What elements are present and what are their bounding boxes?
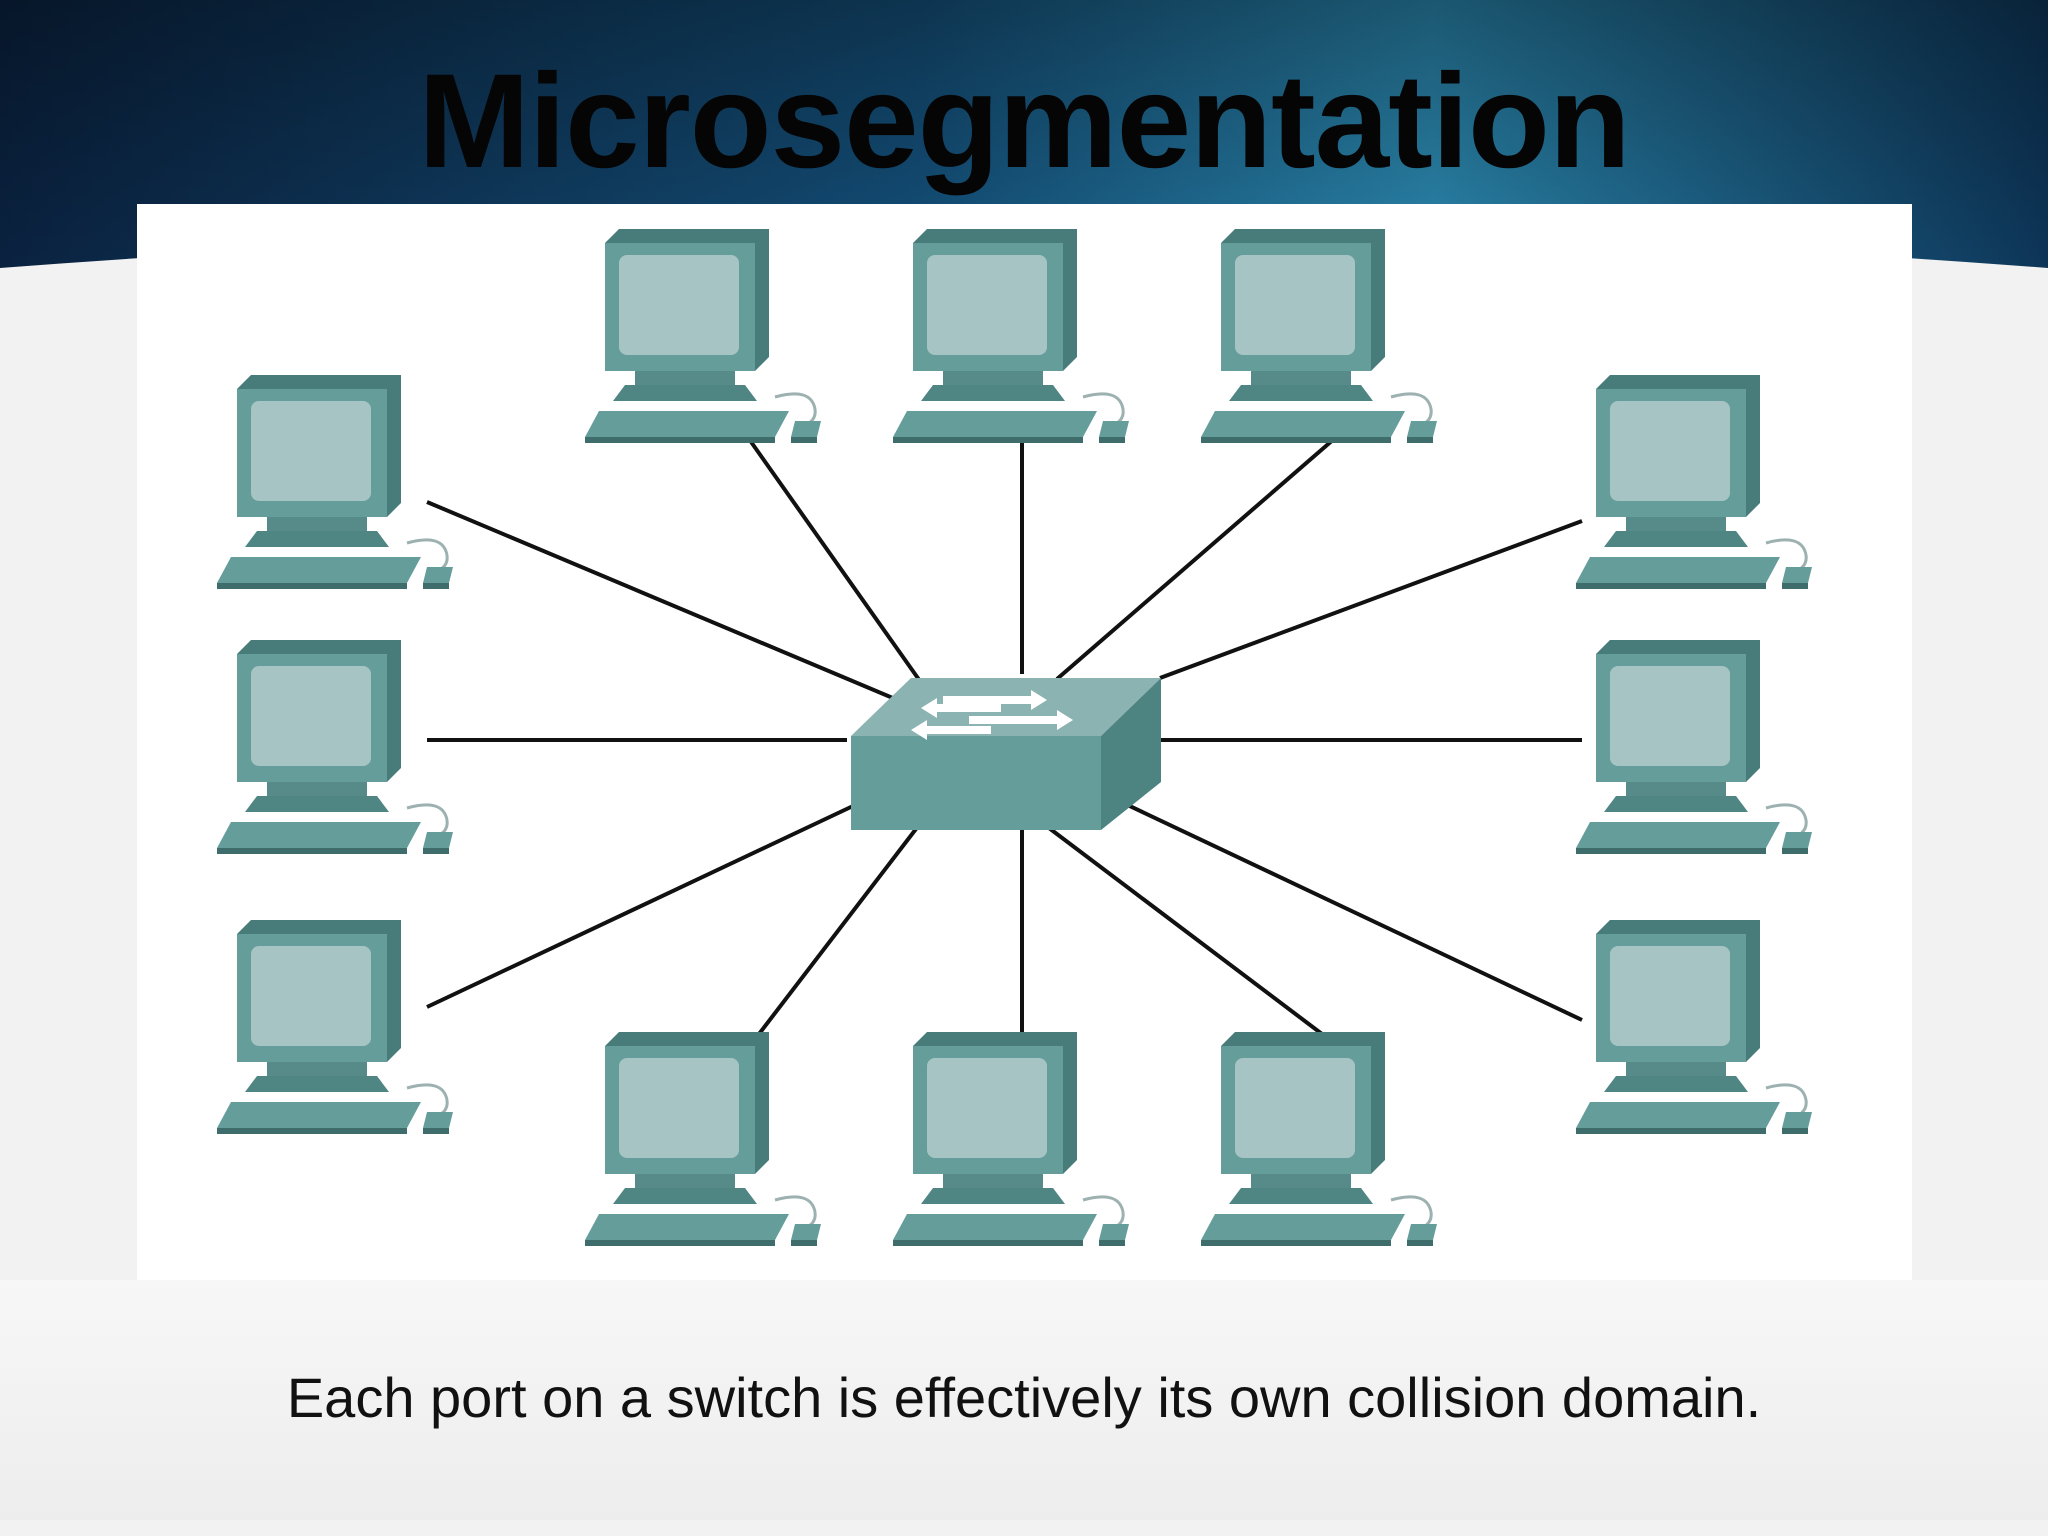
header-background: [0, 0, 2048, 268]
desktop-computer-icon: [891, 227, 1131, 445]
link-right-3: [1116, 798, 1583, 1022]
desktop-computer-icon: [215, 918, 455, 1136]
desktop-computer-icon: [1199, 227, 1439, 445]
desktop-computer-icon: [891, 1030, 1131, 1248]
desktop-computer-icon: [1199, 1030, 1439, 1248]
slide-title: Microsegmentation: [418, 47, 1631, 196]
desktop-computer-icon: [1574, 638, 1814, 856]
network-switch-icon: [851, 678, 1161, 830]
desktop-computer-icon: [215, 373, 455, 591]
desktop-computer-icon: [215, 638, 455, 856]
connection-links: [426, 437, 1583, 1036]
desktop-computer-icon: [1574, 373, 1814, 591]
desktop-computer-icon: [583, 1030, 823, 1248]
link-top-1: [747, 437, 929, 693]
link-right-1: [1159, 519, 1583, 680]
slide-caption: Each port on a switch is effectively its…: [286, 1366, 1762, 1429]
network-diagram: [215, 227, 1814, 1248]
link-bottom-3: [1043, 823, 1324, 1036]
desktop-computer-icon: [1574, 918, 1814, 1136]
link-bottom-1: [757, 823, 921, 1036]
link-top-3: [1055, 437, 1336, 681]
link-left-1: [426, 500, 908, 706]
link-left-3: [426, 804, 854, 1009]
desktop-computer-icon: [583, 227, 823, 445]
caption-band: [0, 1280, 2048, 1520]
